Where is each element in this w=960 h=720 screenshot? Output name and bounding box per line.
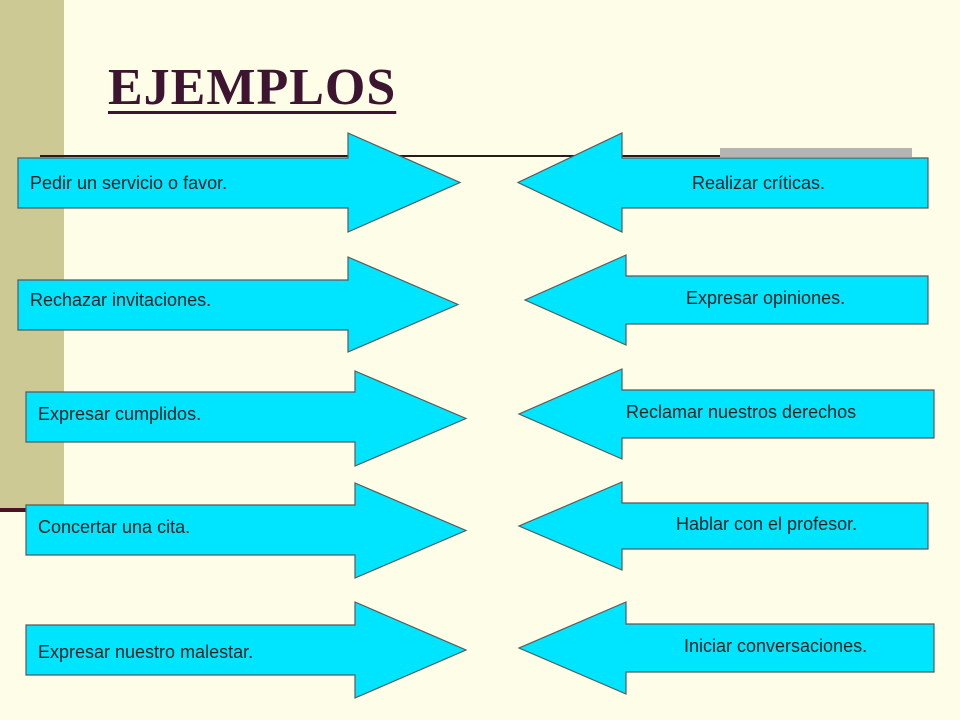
right-pointing-arrow-1 bbox=[17, 132, 462, 233]
right-pointing-arrow-3 bbox=[25, 370, 468, 467]
title-underline-rule bbox=[40, 155, 912, 157]
title-rule-gray-segment bbox=[720, 148, 912, 157]
left-pointing-arrow-3 bbox=[517, 368, 935, 460]
right-pointing-arrow-4 bbox=[25, 482, 468, 579]
right-pointing-arrow-5 bbox=[25, 601, 468, 699]
left-pointing-arrow-1 bbox=[516, 132, 929, 233]
left-band-tick bbox=[0, 508, 40, 512]
slide-title: EJEMPLOS bbox=[108, 59, 397, 116]
right-pointing-arrow-2 bbox=[17, 256, 460, 353]
left-pointing-arrow-4 bbox=[517, 481, 929, 571]
left-pointing-arrow-5 bbox=[517, 601, 935, 695]
left-pointing-arrow-2 bbox=[523, 254, 929, 346]
